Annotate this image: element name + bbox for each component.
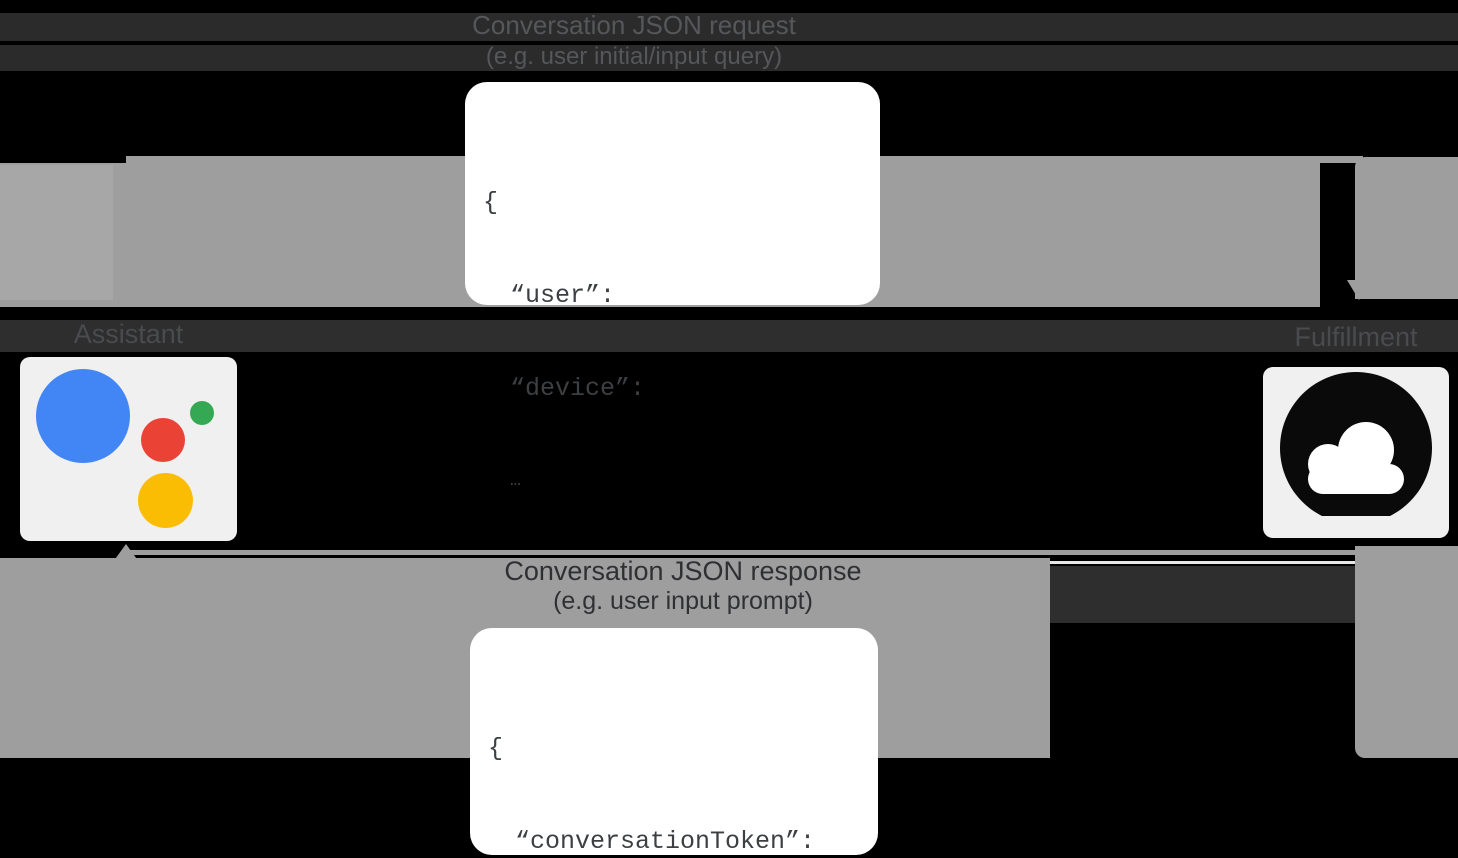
streak-bar [1050, 566, 1355, 623]
request-label-line1: Conversation JSON request [472, 10, 796, 40]
assistant-label: Assistant [73, 319, 184, 349]
streak-bar [0, 13, 1458, 41]
request-arrow-band-left [0, 165, 113, 300]
code-field: “conversationToken”: [515, 827, 816, 856]
streak-bar [0, 320, 1458, 352]
request-json-snippet: { “user”: “device”: … } [465, 82, 880, 589]
cloud-icon [1280, 372, 1432, 516]
code-open-brace: { [483, 188, 499, 217]
google-assistant-logo-icon [20, 357, 237, 541]
code-field: “user”: [510, 281, 616, 310]
response-json-snippet: { “conversationToken”: “userStorage”: … … [470, 628, 878, 856]
request-flow-label: Conversation JSON request (e.g. user ini… [234, 9, 1034, 73]
code-open-brace: { [488, 734, 504, 763]
code-field: “device”: [510, 374, 646, 403]
response-flow-label: Conversation JSON response (e.g. user in… [283, 556, 1083, 616]
code-ellipsis: … [510, 471, 521, 491]
response-arrow-top-line [126, 550, 1360, 555]
fulfillment-card [1263, 367, 1449, 538]
assistant-card [20, 357, 237, 541]
fulfillment-label: Fulfillment [1294, 322, 1418, 352]
response-label-line2: (e.g. user input prompt) [553, 587, 813, 615]
request-label-line2: (e.g. user initial/input query) [485, 43, 783, 70]
response-arrow-column [1355, 546, 1458, 758]
streak-bar [0, 45, 1458, 71]
request-arrowhead-icon [1347, 280, 1371, 300]
request-arrow-column [1355, 157, 1458, 299]
response-label-line1: Conversation JSON response [504, 556, 862, 586]
response-arrowhead-icon [113, 544, 139, 562]
